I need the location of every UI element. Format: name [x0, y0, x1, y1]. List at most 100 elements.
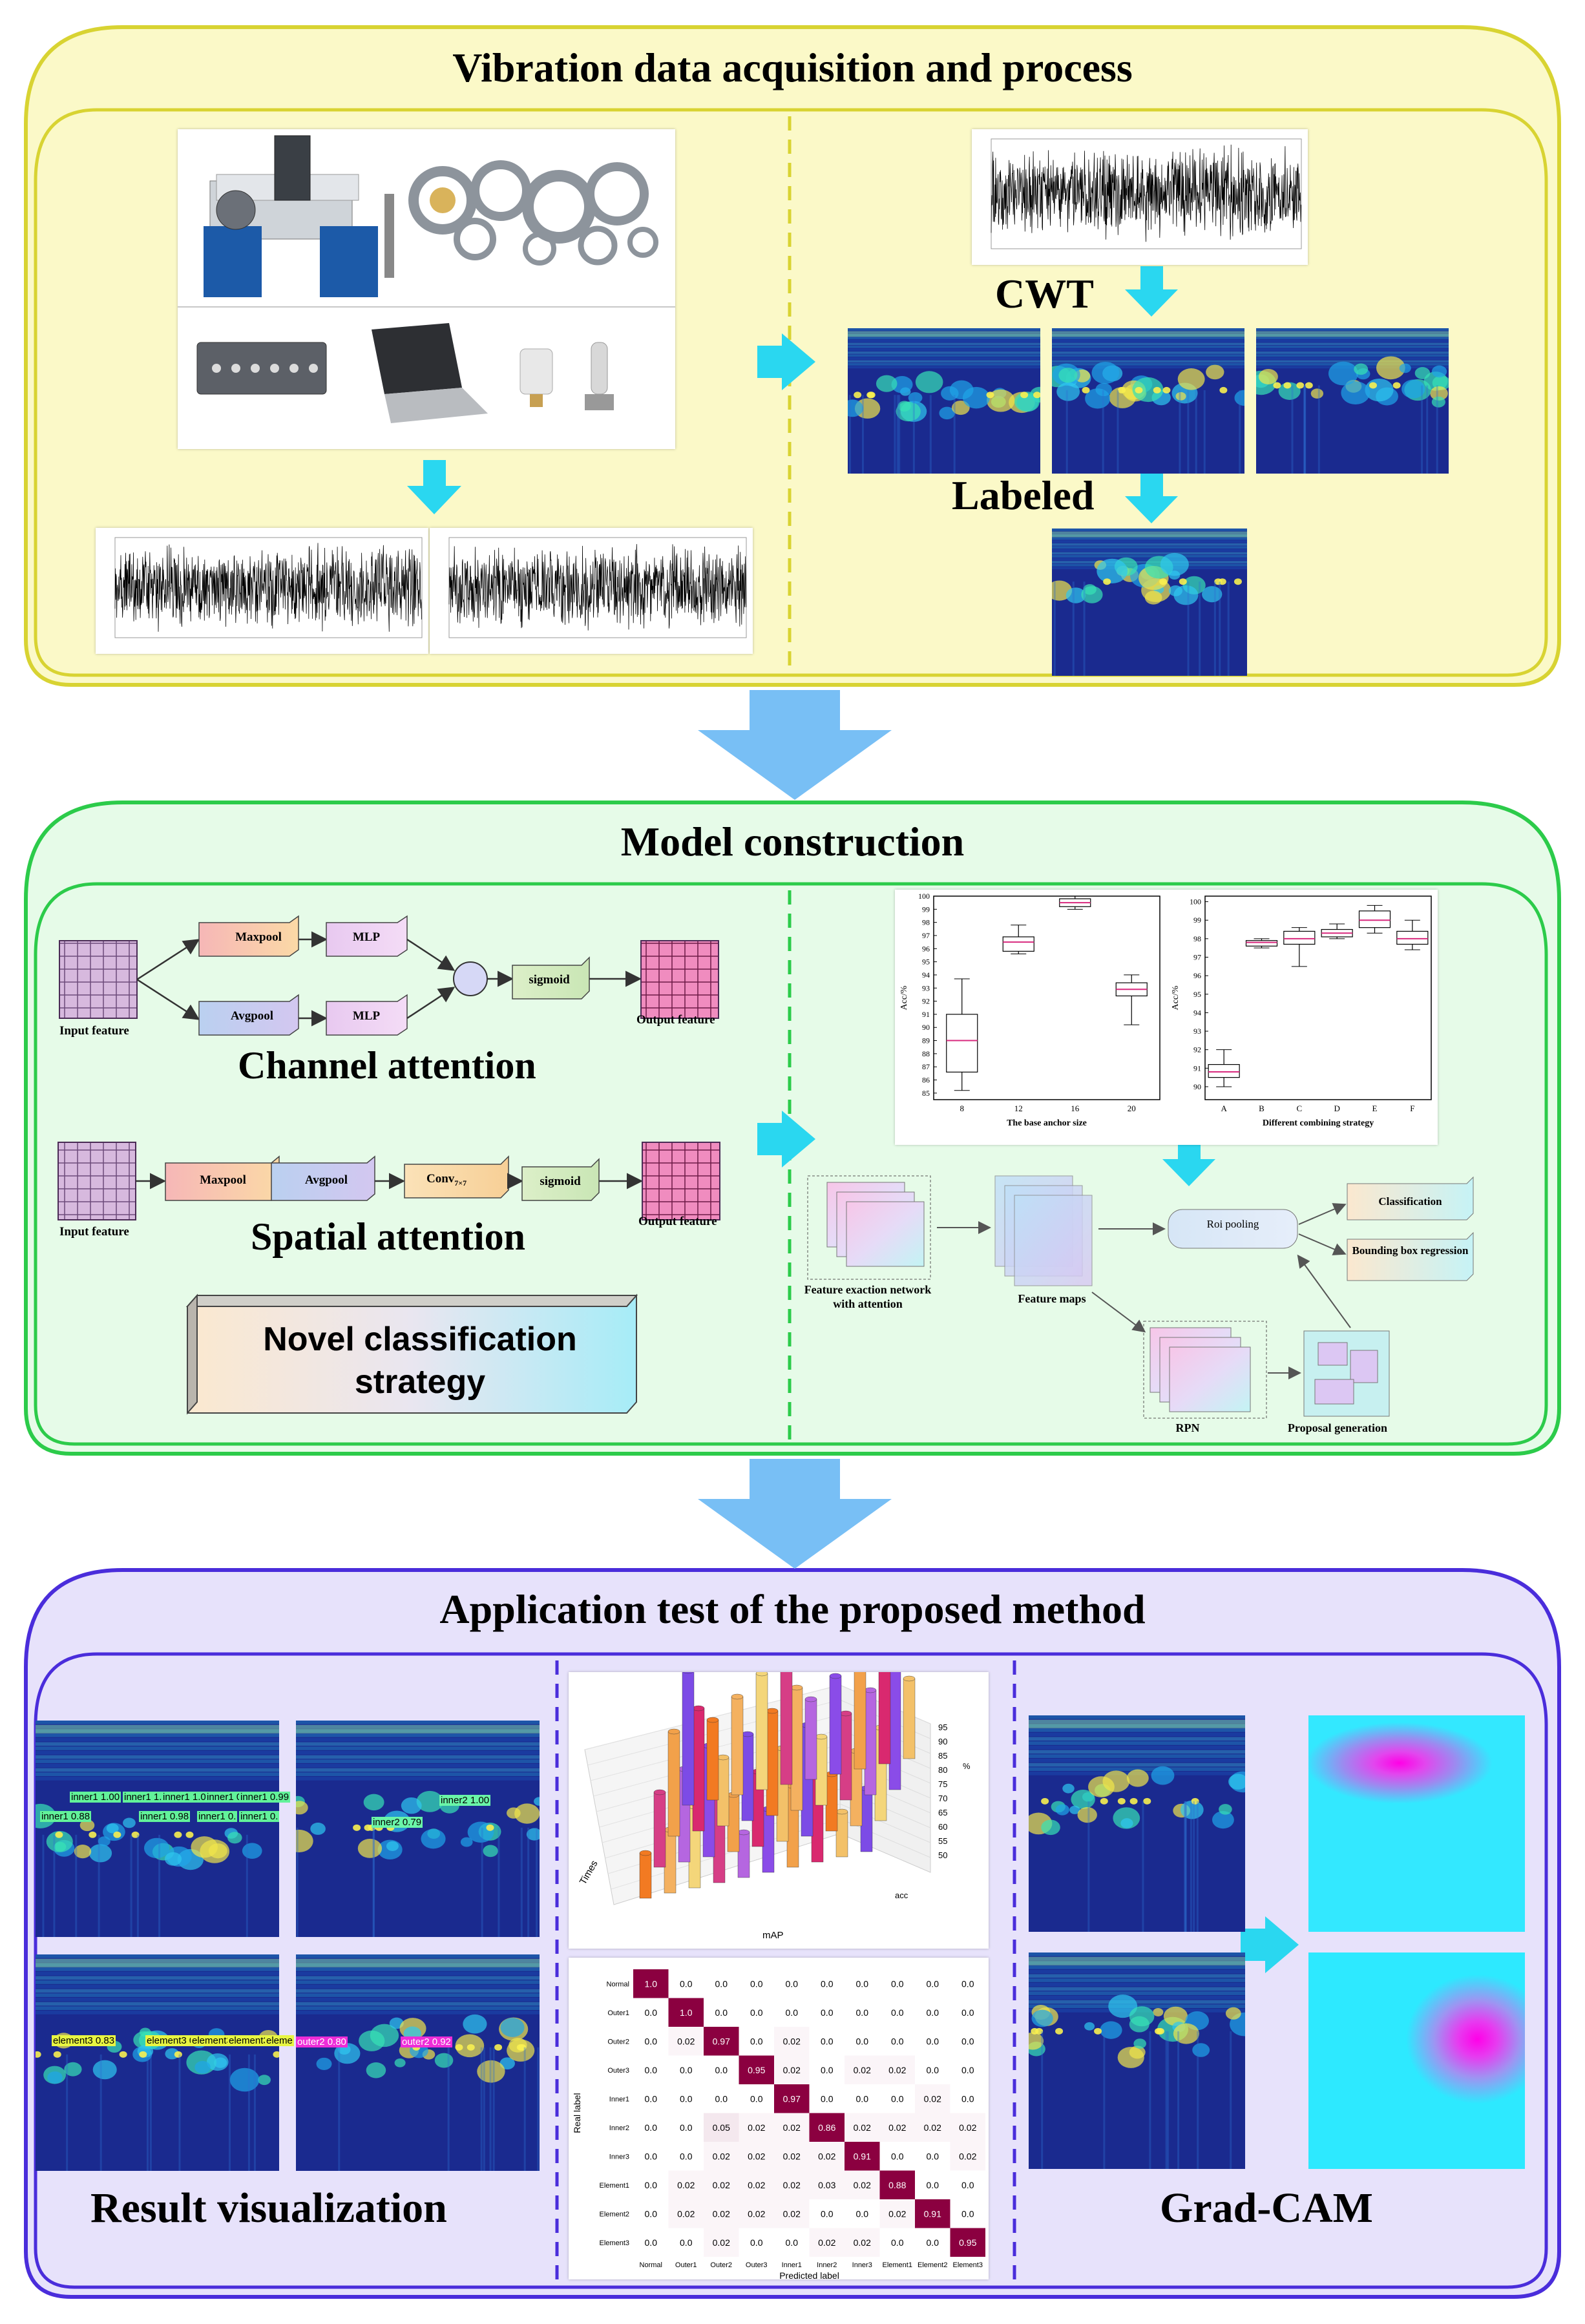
svg-text:0.0: 0.0: [645, 2007, 658, 2018]
svg-text:0.0: 0.0: [821, 2007, 834, 2018]
svg-text:0.0: 0.0: [891, 2007, 904, 2018]
svg-text:0.0: 0.0: [750, 2036, 763, 2046]
sa-conv-text: Conv: [426, 1172, 455, 1186]
svg-text:95: 95: [1193, 990, 1201, 999]
svg-text:0.0: 0.0: [645, 2237, 658, 2248]
svg-text:0.0: 0.0: [891, 2237, 904, 2248]
svg-text:0.0: 0.0: [821, 1978, 834, 1989]
lathe-bearings-illustration: [178, 135, 675, 423]
svg-text:0.0: 0.0: [821, 2093, 834, 2104]
svg-text:0.0: 0.0: [821, 2036, 834, 2046]
svg-text:0.0: 0.0: [750, 2237, 763, 2248]
svg-text:0.0: 0.0: [927, 2237, 939, 2248]
svg-text:100: 100: [1190, 897, 1201, 906]
svg-text:Element1: Element1: [600, 2182, 629, 2190]
cwt-label: CWT: [995, 271, 1094, 317]
svg-text:0.02: 0.02: [713, 2180, 730, 2190]
svg-text:16: 16: [1071, 1104, 1080, 1113]
svg-text:Normal: Normal: [607, 1980, 629, 1988]
svg-text:90: 90: [922, 1023, 930, 1032]
detection-label: inner1 1.0: [162, 1792, 207, 1803]
svg-text:50: 50: [938, 1850, 947, 1860]
svg-text:Acc/%: Acc/%: [899, 985, 909, 1010]
svg-text:0.0: 0.0: [715, 2065, 728, 2075]
svg-text:86: 86: [922, 1076, 930, 1085]
svg-text:0.0: 0.0: [961, 2065, 974, 2075]
svg-text:0.0: 0.0: [927, 2036, 939, 2046]
svg-text:Element1: Element1: [883, 2261, 912, 2269]
detection-label: element3 0.8: [145, 2035, 204, 2046]
svg-text:88: 88: [922, 1049, 930, 1058]
svg-text:Element3: Element3: [953, 2261, 983, 2269]
svg-text:0.02: 0.02: [677, 2208, 695, 2219]
svg-text:0.0: 0.0: [645, 2093, 658, 2104]
svg-text:60: 60: [938, 1822, 947, 1832]
svg-text:Inner1: Inner1: [609, 2095, 629, 2103]
svg-text:0.95: 0.95: [748, 2065, 765, 2075]
svg-text:0.02: 0.02: [783, 2122, 801, 2133]
svg-text:0.0: 0.0: [856, 2208, 869, 2219]
svg-text:Element3: Element3: [600, 2239, 629, 2247]
svg-text:0.02: 0.02: [677, 2036, 695, 2046]
svg-text:Outer2: Outer2: [710, 2261, 732, 2269]
svg-text:0.02: 0.02: [854, 2237, 871, 2248]
svg-text:91: 91: [1193, 1063, 1201, 1073]
detection-label: eleme: [265, 2035, 294, 2046]
svg-text:0.02: 0.02: [818, 2237, 835, 2248]
svg-text:0.02: 0.02: [748, 2180, 765, 2190]
svg-text:0.0: 0.0: [750, 2093, 763, 2104]
svg-text:55: 55: [938, 1836, 947, 1846]
result-visualization-label: Result visualization: [90, 2184, 447, 2232]
svg-text:0.0: 0.0: [856, 2007, 869, 2018]
svg-text:A: A: [1221, 1104, 1227, 1113]
detection-label: inner1 1.: [123, 1792, 163, 1803]
gradcam-label: Grad-CAM: [1160, 2184, 1373, 2232]
svg-text:93: 93: [1193, 1027, 1201, 1036]
svg-text:Inner3: Inner3: [609, 2153, 629, 2161]
detection-label: outer2 0.80: [296, 2036, 348, 2047]
svg-text:0.91: 0.91: [854, 2151, 871, 2161]
vibration-signal-1: [96, 528, 428, 654]
gradcam-input-2: [1029, 1952, 1245, 2169]
svg-text:0.02: 0.02: [924, 2122, 941, 2133]
proposal-label: Proposal generation: [1287, 1421, 1388, 1434]
svg-text:0.02: 0.02: [713, 2151, 730, 2161]
svg-text:0.0: 0.0: [856, 2093, 869, 2104]
svg-text:Real label: Real label: [572, 2093, 582, 2133]
attention-diagram: [58, 915, 720, 1415]
svg-text:0.0: 0.0: [786, 2007, 799, 2018]
labeled-scalogram: [1052, 529, 1247, 676]
svg-text:0.0: 0.0: [786, 1978, 799, 1989]
svg-text:The base anchor size: The base anchor size: [1007, 1118, 1087, 1128]
detection-result-d: [296, 1954, 540, 2171]
svg-text:acc: acc: [895, 1890, 908, 1900]
svg-text:Outer3: Outer3: [746, 2261, 768, 2269]
svg-text:0.02: 0.02: [748, 2151, 765, 2161]
svg-text:Inner2: Inner2: [609, 2124, 629, 2132]
frcnn-diagram: [807, 1175, 1474, 1419]
svg-text:0.0: 0.0: [961, 2180, 974, 2190]
svg-text:0.0: 0.0: [821, 2208, 834, 2219]
svg-text:0.0: 0.0: [715, 1978, 728, 1989]
svg-text:Outer1: Outer1: [607, 2009, 629, 2017]
svg-text:8: 8: [960, 1104, 965, 1113]
svg-text:85: 85: [922, 1089, 930, 1098]
svg-text:0.0: 0.0: [891, 1978, 904, 1989]
ca-mlp2-label: MLP: [352, 1009, 381, 1023]
svg-text:98: 98: [1193, 934, 1201, 943]
svg-text:Inner2: Inner2: [817, 2261, 837, 2269]
svg-text:0.0: 0.0: [680, 2093, 693, 2104]
svg-text:97: 97: [1193, 953, 1201, 962]
svg-text:0.05: 0.05: [713, 2122, 730, 2133]
rpn-label: RPN: [1175, 1421, 1200, 1434]
ca-avgpool-label: Avgpool: [230, 1009, 274, 1023]
ca-input-label: Input feature: [59, 1024, 129, 1038]
detection-label: inner1 0.99: [239, 1792, 291, 1803]
svg-text:Predicted label: Predicted label: [779, 2270, 839, 2279]
gradcam-input-1: [1029, 1715, 1245, 1932]
